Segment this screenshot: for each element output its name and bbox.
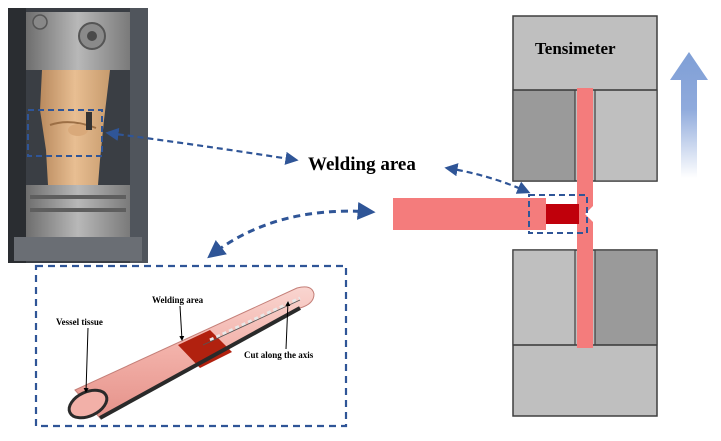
welding-area-label: Welding area (308, 154, 416, 175)
vertical-tissue-strip (577, 88, 593, 348)
vessel-inset: Welding area Vessel tissue Cut along the… (34, 264, 348, 428)
connector-photo-to-label (105, 127, 299, 165)
connector-label-to-weld (444, 163, 531, 194)
welding-area-small-label: Welding area (152, 295, 204, 305)
connector-weld-to-inset (207, 201, 376, 259)
tensile-test-photo (8, 8, 148, 263)
vessel-tissue-label: Vessel tissue (56, 317, 103, 327)
welding-area-box (528, 194, 588, 234)
cut-along-axis-label: Cut along the axis (244, 350, 314, 360)
tensimeter-label: Tensimeter (535, 39, 616, 58)
pull-direction-arrow (670, 52, 708, 178)
horizontal-tissue-strip (393, 198, 579, 230)
